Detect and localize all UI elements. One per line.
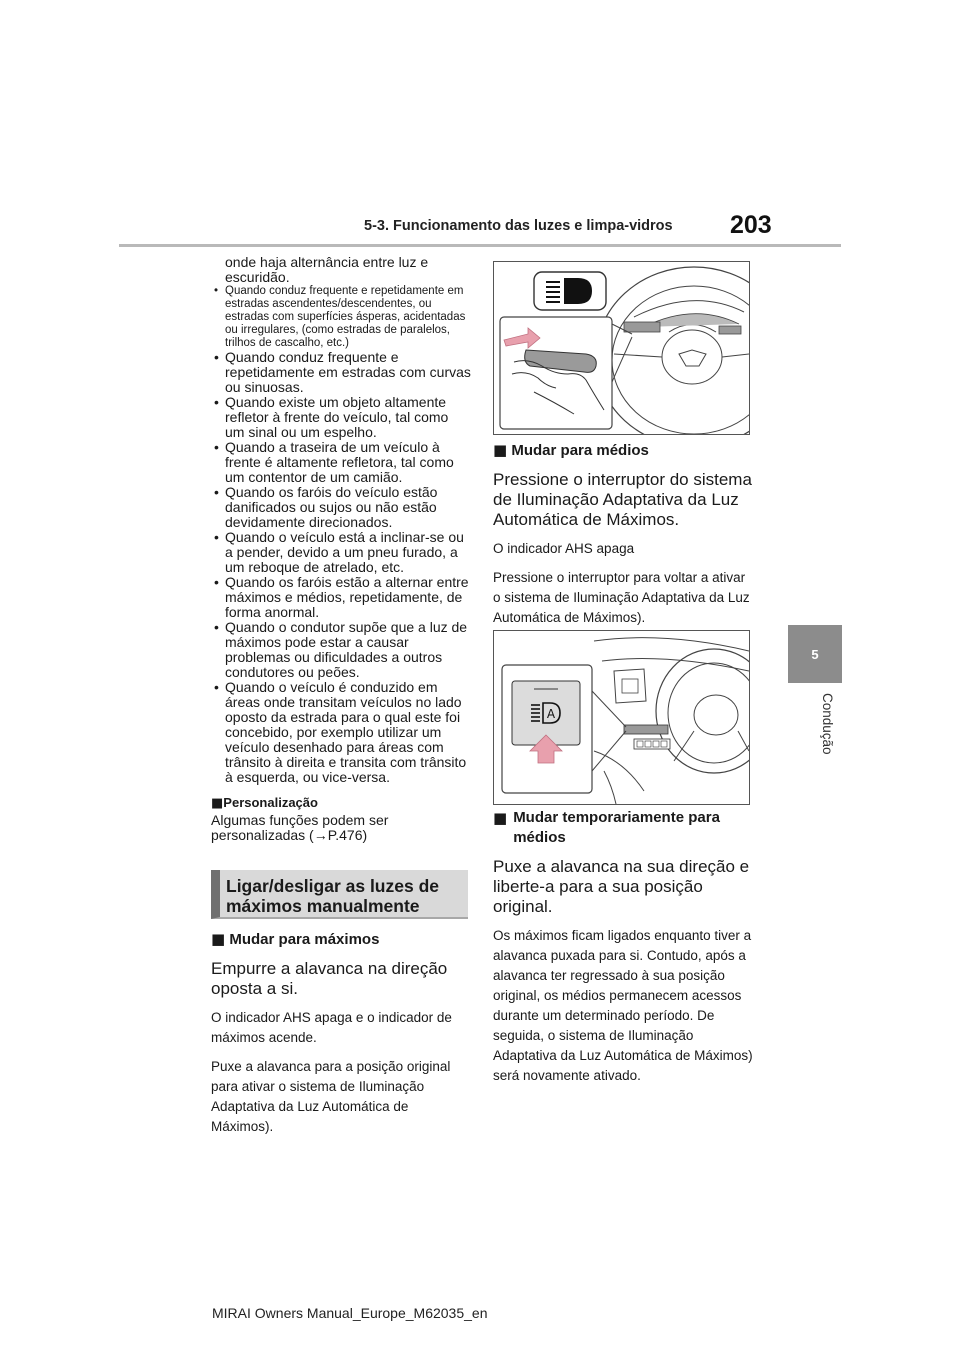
page-number: 203 xyxy=(730,211,772,239)
lever-illustration xyxy=(493,261,750,435)
small-bullet-list: Quando conduz frequente e repetidamente … xyxy=(211,285,471,350)
temporary-low-beam-note: Os máximos ficam ligados enquanto tiver … xyxy=(493,928,753,1083)
small-bullet-item: Quando conduz frequente e repetidamente … xyxy=(211,285,471,350)
temporary-low-beam-instruction: Puxe a alavanca na sua direção e liberte… xyxy=(493,857,750,916)
continuation-text: onde haja alternância entre luz e escuri… xyxy=(225,254,429,285)
high-beam-note: O indicador AHS apaga e o indicador de m… xyxy=(211,1010,452,1045)
personalization-heading: ■Personalização xyxy=(211,795,471,811)
high-beam-heading: ■ Mudar para máximos xyxy=(211,929,471,950)
temporary-low-beam-section: ■ Mudar temporariamente para médios Puxe… xyxy=(493,808,753,1086)
square-marker: ■ xyxy=(211,930,226,948)
low-beam-instruction: Pressione o interruptor do sistema de Il… xyxy=(493,470,752,529)
header-divider xyxy=(119,244,841,247)
footer-text: MIRAI Owners Manual_Europe_M62035_en xyxy=(212,1305,488,1321)
low-beam-section: ■ Mudar para médios Pressione o interrup… xyxy=(493,440,753,628)
section-title: 5-3. Funcionamento das luzes e limpa-vid… xyxy=(364,218,673,234)
low-beam-heading-text: Mudar para médios xyxy=(511,442,649,459)
low-beam-heading: ■ Mudar para médios xyxy=(493,440,753,461)
bullet-item: Quando os faróis do veículo estão danifi… xyxy=(211,485,471,530)
bullet-list: Quando conduz frequente e repetidamente … xyxy=(211,350,471,785)
low-beam-note: O indicador AHS apaga xyxy=(493,541,635,556)
square-marker: ■ xyxy=(211,796,224,811)
left-column: onde haja alternância entre luz e escuri… xyxy=(211,255,471,843)
bullet-item: Quando o condutor supõe que a luz de máx… xyxy=(211,620,471,680)
temporary-low-beam-heading: ■ Mudar temporariamente para médios xyxy=(493,808,753,848)
bullet-item: Quando a traseira de um veículo à frente… xyxy=(211,440,471,485)
ahs-switch-letter: A xyxy=(547,707,556,721)
personalization-text: Algumas funções podem ser personalizadas… xyxy=(211,812,389,843)
ahs-switch-illustration: A xyxy=(493,630,750,805)
section-box-heading: Ligar/desligar as luzes de máximos manua… xyxy=(211,870,468,919)
square-marker: ■ xyxy=(493,809,508,827)
high-beam-indicator-icon xyxy=(533,271,607,311)
personalization-heading-text: Personalização xyxy=(223,795,318,810)
bullet-item: Quando conduz frequente e repetidamente … xyxy=(211,350,471,395)
bullet-item: Quando existe um objeto altamente reflet… xyxy=(211,395,471,440)
bullet-item: Quando o veículo é conduzido em áreas on… xyxy=(211,680,471,785)
low-beam-note: Pressione o interruptor para voltar a at… xyxy=(493,570,750,625)
square-marker: ■ xyxy=(493,441,508,459)
ahs-switch-icon: A xyxy=(531,702,561,724)
chapter-tab: 5 xyxy=(788,625,842,683)
high-beam-instruction: Empurre a alavanca na direção oposta a s… xyxy=(211,959,448,998)
high-beam-heading-text: Mudar para máximos xyxy=(229,931,380,948)
high-beam-section: ■ Mudar para máximos Empurre a alavanca … xyxy=(211,929,471,1137)
bullet-item: Quando o veículo está a inclinar-se ou a… xyxy=(211,530,471,575)
chapter-label: Condução xyxy=(820,693,835,755)
bullet-item: Quando os faróis estão a alternar entre … xyxy=(211,575,471,620)
temporary-low-beam-heading-text: Mudar temporariamente para médios xyxy=(513,809,720,846)
high-beam-note: Puxe a alavanca para a posição original … xyxy=(211,1059,451,1134)
